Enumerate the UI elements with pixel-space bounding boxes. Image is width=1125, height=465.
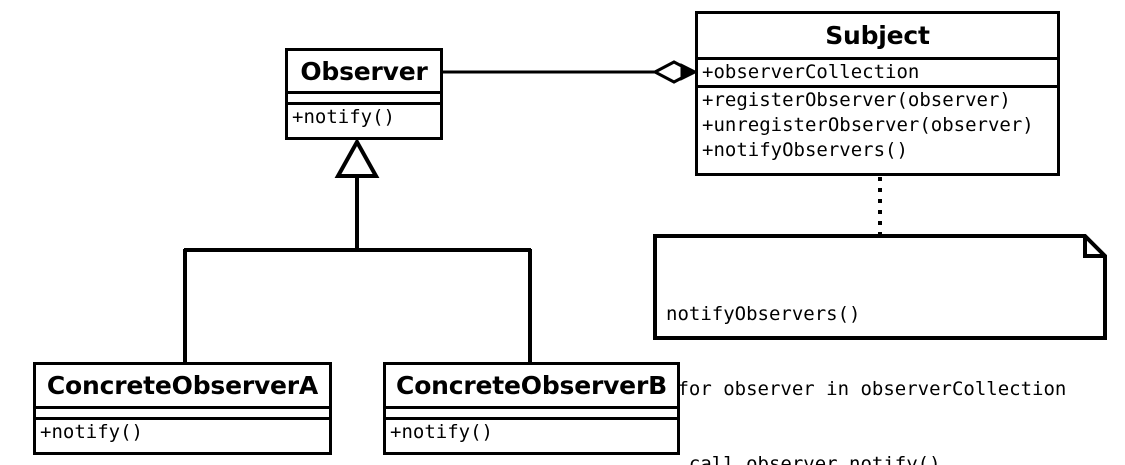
note-body: notifyObservers() for observer in observ… — [666, 252, 1066, 465]
class-name-observer: Observer — [288, 51, 440, 91]
methods-compartment-observer: +notify() — [288, 102, 440, 131]
attributes-compartment-subject: +observerCollection — [698, 57, 1057, 85]
class-name-subject: Subject — [698, 14, 1057, 57]
method-item: +registerObserver(observer) — [702, 89, 1011, 111]
class-box-concrete-observer-b[interactable]: ConcreteObserverB +notify() — [383, 362, 680, 455]
attribute-item: +observerCollection — [702, 61, 920, 83]
note-box — [653, 234, 1107, 340]
note-line: call observer.notify() — [666, 453, 941, 465]
method-item: +notify() — [40, 421, 143, 443]
hollow-triangle-icon — [334, 137, 380, 178]
class-name-concrete-observer-a: ConcreteObserverA — [36, 365, 329, 406]
aggregation-observer-subject — [443, 60, 699, 84]
method-item: +notifyObservers() — [702, 139, 908, 161]
attributes-compartment-concrete-observer-b — [386, 406, 677, 417]
attributes-compartment-observer — [288, 91, 440, 102]
class-box-observer[interactable]: Observer +notify() — [285, 48, 443, 140]
methods-compartment-concrete-observer-a: +notify() — [36, 417, 329, 446]
arrowhead-icon — [680, 63, 699, 81]
methods-compartment-concrete-observer-b: +notify() — [386, 417, 677, 446]
class-box-concrete-observer-a[interactable]: ConcreteObserverA +notify() — [33, 362, 332, 455]
attributes-compartment-concrete-observer-a — [36, 406, 329, 417]
note-fold-corner-icon — [1083, 236, 1105, 258]
class-box-subject[interactable]: Subject +observerCollection +registerObs… — [695, 11, 1060, 176]
method-item: +notify() — [390, 421, 493, 443]
note-outline — [653, 234, 1107, 340]
class-name-concrete-observer-b: ConcreteObserverB — [386, 365, 677, 406]
note-line: notifyObservers() — [666, 303, 861, 325]
generalization-tree — [183, 137, 532, 362]
method-item: +notify() — [292, 106, 395, 128]
methods-compartment-subject: +registerObserver(observer) +unregisterO… — [698, 85, 1057, 170]
note-line: for observer in observerCollection — [666, 378, 1067, 400]
method-item: +unregisterObserver(observer) — [702, 114, 1034, 136]
